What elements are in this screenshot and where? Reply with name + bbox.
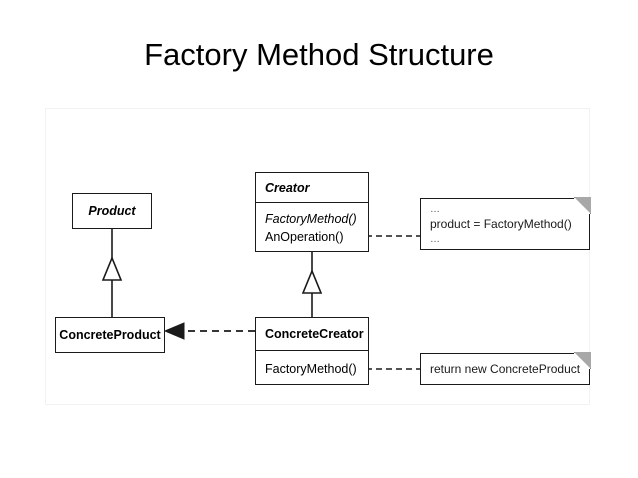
class-members-compartment: FactoryMethod() <box>256 350 368 386</box>
class-member-factorymethod: FactoryMethod() <box>265 361 357 376</box>
note-fold-corner-icon <box>574 352 591 369</box>
dependency-concretecreator-to-concreteproduct <box>163 322 255 340</box>
class-name-compartment: Creator <box>256 173 368 202</box>
page-title: Factory Method Structure <box>144 37 494 72</box>
note-line-code: return new ConcreteProduct <box>430 361 581 376</box>
note-body <box>420 353 590 385</box>
class-name-compartment: Product <box>73 194 151 228</box>
class-name-label: Product <box>88 204 136 218</box>
class-name-label: Creator <box>265 180 310 195</box>
note-line-ellipsis-bottom: … <box>430 233 441 245</box>
note-line-ellipsis-top: … <box>430 203 441 215</box>
class-name-label: ConcreteCreator <box>265 327 364 341</box>
generalization-concretecreator-to-creator <box>301 252 323 317</box>
uml-class-product[interactable]: Product <box>72 193 152 229</box>
class-members-compartment: FactoryMethod() AnOperation() <box>256 202 368 253</box>
note-body <box>420 198 590 250</box>
class-name-compartment: ConcreteProduct <box>56 318 164 352</box>
uml-class-creator[interactable]: Creator FactoryMethod() AnOperation() <box>255 172 369 252</box>
generalization-concreteproduct-to-product <box>101 229 123 317</box>
uml-class-concreteproduct[interactable]: ConcreteProduct <box>55 317 165 353</box>
class-name-label: ConcreteProduct <box>59 328 161 342</box>
note-text: return new ConcreteProduct <box>420 353 590 385</box>
uml-class-concretecreator[interactable]: ConcreteCreator FactoryMethod() <box>255 317 369 385</box>
note-line-code: product = FactoryMethod() <box>430 216 572 231</box>
class-member-factorymethod: FactoryMethod() <box>265 212 357 226</box>
uml-note-concretecreator[interactable]: return new ConcreteProduct <box>420 352 591 385</box>
uml-note-creator[interactable]: … product = FactoryMethod() … <box>420 197 591 250</box>
note-fold-corner-icon <box>574 197 591 214</box>
note-text: … product = FactoryMethod() … <box>420 198 590 250</box>
class-name-compartment: ConcreteCreator <box>256 318 368 350</box>
class-member-anoperation: AnOperation() <box>265 230 344 244</box>
